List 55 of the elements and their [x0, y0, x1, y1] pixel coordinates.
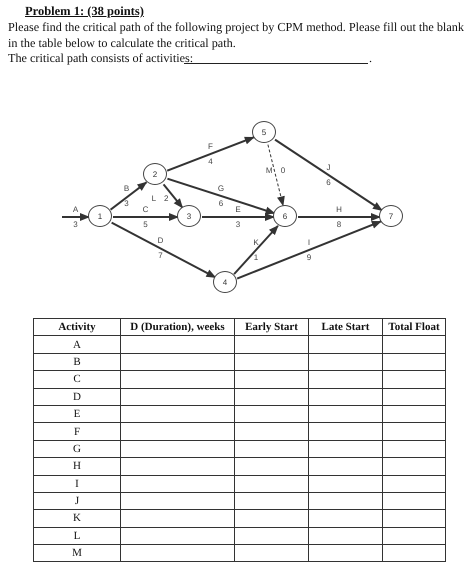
event-circle: 5 [252, 121, 276, 143]
edge-label: C 5 [142, 204, 150, 231]
arrow [62, 213, 90, 221]
edge-label: D 7 [156, 235, 164, 262]
event-circle: 1 [88, 205, 112, 227]
arrow [233, 225, 279, 275]
arrow [202, 213, 275, 221]
column-header: Early Start [245, 321, 298, 334]
arrow [236, 220, 382, 280]
arrow [166, 136, 255, 172]
edge-label: M 0 [266, 166, 286, 176]
edge-label: J 6 [325, 162, 332, 189]
row-label: G [73, 442, 81, 455]
column-header: Total Float [388, 321, 440, 334]
edge-label: L 2 [152, 194, 168, 204]
row-label: F [74, 426, 80, 438]
row-label: D [73, 390, 81, 403]
arrow [162, 184, 184, 208]
event-circle: 4 [213, 271, 237, 293]
row-label: E [74, 408, 80, 420]
edge-label: F 4 [207, 141, 214, 168]
edge-label: K 1 [252, 237, 260, 264]
arrow [113, 213, 179, 221]
edge-label: I 9 [306, 237, 312, 264]
row-label: B [73, 356, 81, 368]
edge-label: E 3 [234, 204, 242, 231]
problem-title: Problem 1: (38 points) [25, 4, 144, 19]
period-mark: . [369, 51, 372, 66]
column-header: D (Duration), weeks [130, 321, 225, 334]
event-circle: 6 [273, 205, 297, 227]
column-header: Activity [58, 321, 96, 334]
arrow [110, 181, 148, 211]
edge-label: H 8 [335, 204, 343, 231]
row-label: A [73, 338, 81, 351]
event-circle: 7 [379, 205, 403, 227]
row-label: M [72, 547, 82, 560]
row-label: I [75, 478, 79, 490]
instruction-text: Please find the critical path of the following project by CPM method. Please fill out the blank in the table below to calculate the critical path. [8, 20, 465, 51]
arrow [111, 222, 216, 278]
arrow [298, 213, 381, 221]
event-circle: 2 [143, 163, 167, 185]
question-text: The critical path consists of activities: [8, 51, 194, 66]
edge-label: A 3 [72, 204, 80, 231]
arrow [274, 138, 383, 212]
row-label: H [73, 460, 81, 472]
event-circle: 3 [177, 205, 201, 227]
arrow [167, 178, 276, 214]
dashed-arrow [267, 144, 285, 206]
edge-label: B 3 [122, 183, 130, 210]
edge-label: G 6 [217, 183, 225, 210]
row-label: L [74, 530, 80, 542]
row-label: C [73, 373, 81, 386]
row-label: J [74, 495, 80, 508]
column-header: Late Start [322, 321, 370, 334]
row-label: K [73, 512, 81, 524]
